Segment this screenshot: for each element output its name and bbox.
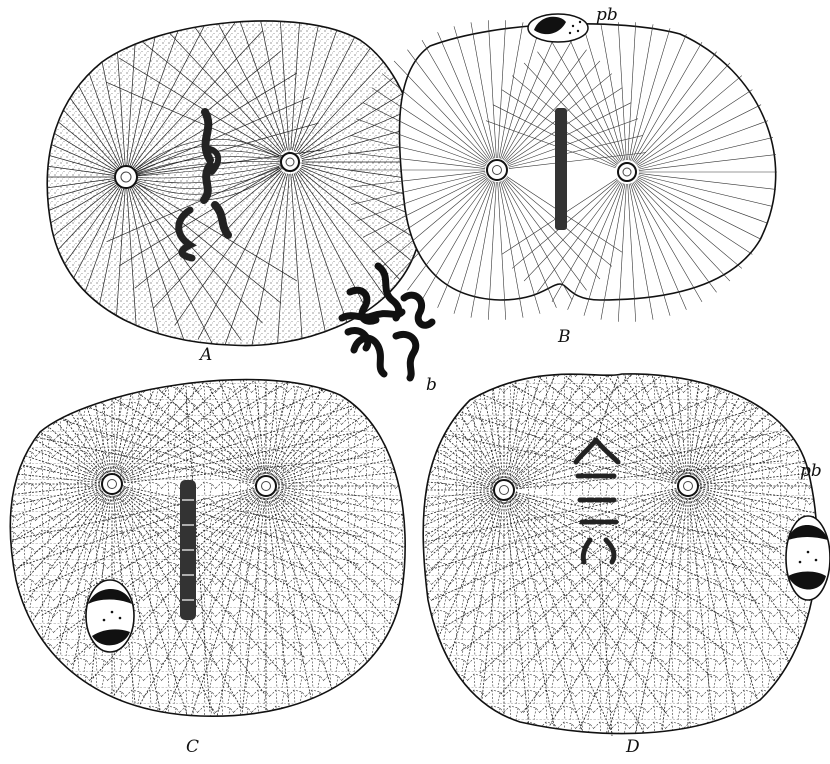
chromosome-inset-label: b: [426, 375, 437, 395]
panel-d-cytoplasm: [423, 374, 817, 734]
panel-c-centrosome-left: [102, 474, 122, 494]
panel-c-centrosome-right: [256, 476, 276, 496]
panel-c-label: C: [186, 737, 199, 757]
panel-d-polar-body: [786, 516, 830, 600]
panel-d-polar-body-label: pb: [800, 461, 822, 481]
panel-d-centrosome-left: [494, 480, 514, 500]
panel-a-centrosome-left: [115, 166, 137, 188]
panel-b-metaphase-plate: [555, 108, 567, 230]
panel-b-polar-body: [528, 14, 588, 42]
panel-d-centrosome-right: [678, 476, 698, 496]
panel-b-centrosome-right: [618, 163, 636, 181]
panel-b-polar-body-label: pb: [596, 5, 618, 25]
panel-c-polar-body: [86, 580, 134, 652]
panel-a-label: A: [198, 345, 212, 365]
panel-a-centrosome-right: [281, 153, 299, 171]
panel-c-metaphase-plate: [180, 480, 196, 620]
panel-b-label: B: [557, 327, 571, 347]
panel-d-label: D: [625, 737, 640, 757]
panel-b-cytoplasm: [399, 24, 775, 300]
panel-b-centrosome-left: [487, 160, 507, 180]
